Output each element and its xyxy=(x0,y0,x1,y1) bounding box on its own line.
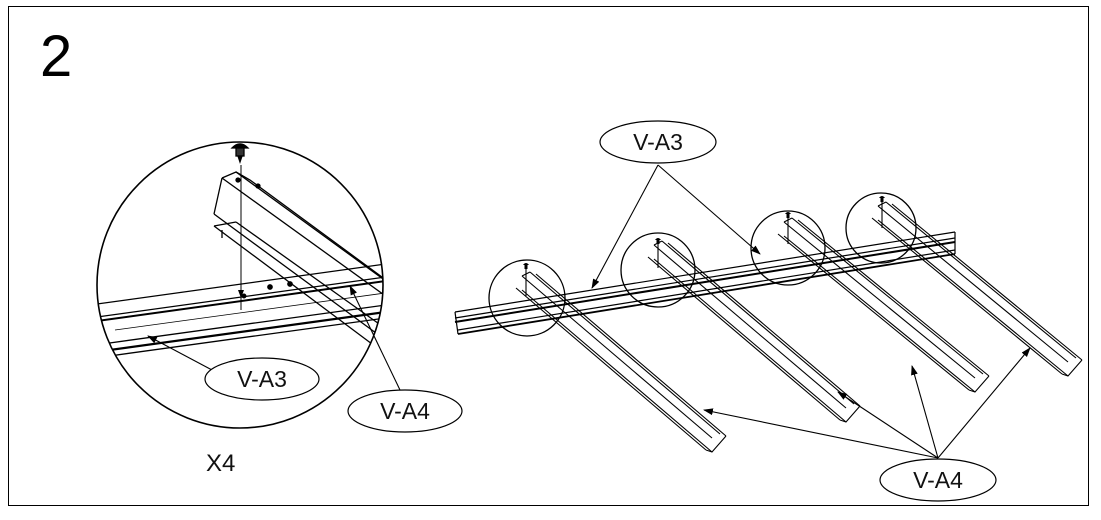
overview-label-v-a4: V-A4 xyxy=(913,467,963,493)
overview-label-v-a3: V-A3 xyxy=(633,129,683,155)
joint-circle-4 xyxy=(845,192,917,264)
overview-sub-rail-2 xyxy=(647,240,861,423)
detail-cross-rail xyxy=(213,171,383,345)
joint-circle-1 xyxy=(488,259,566,337)
detail-main-rail xyxy=(97,261,383,359)
overview-main-rail xyxy=(454,231,956,335)
panel-border xyxy=(8,6,1089,506)
detail-callout-v-a3: V-A3 xyxy=(147,335,320,401)
overview-sub-rail-4 xyxy=(871,198,1083,377)
detail-label-v-a3: V-A3 xyxy=(237,366,287,392)
detail-label-v-a4: V-A4 xyxy=(380,398,430,424)
joint-circle-2 xyxy=(620,232,696,308)
quantity-label: X4 xyxy=(206,450,236,477)
detail-screw xyxy=(230,143,250,310)
overview-callout-v-a3: V-A3 xyxy=(591,120,761,289)
overview-sub-rail-3 xyxy=(777,214,990,393)
overview-sub-rail-1 xyxy=(515,266,727,453)
overview-screws xyxy=(523,196,885,269)
overview-joint-circles xyxy=(488,192,917,337)
overview-view: V-A3 V-A4 xyxy=(454,120,1083,502)
overview-callout-v-a4: V-A4 xyxy=(703,347,1031,502)
detail-callout-v-a4: V-A4 xyxy=(347,285,463,433)
detail-view: V-A3 V-A4 xyxy=(96,141,463,433)
step-number: 2 xyxy=(40,24,73,89)
joint-circle-3 xyxy=(750,210,826,286)
detail-circle xyxy=(96,141,384,429)
